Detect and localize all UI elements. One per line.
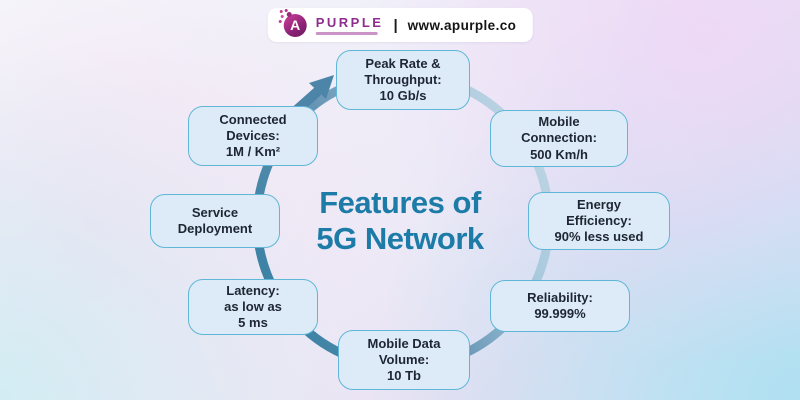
logo-dots-decoration (279, 9, 283, 13)
brand-name: PURPLE (315, 14, 384, 30)
page-title: Features of 5G Network (316, 185, 484, 256)
feature-box-peak-rate-throughput: Peak Rate & Throughput: 10 Gb/s (336, 50, 470, 110)
brand-text-block: PURPLE (315, 14, 384, 35)
feature-box-energy-efficiency: Energy Efficiency: 90% less used (528, 192, 670, 250)
logo-tagline-bar (315, 31, 379, 35)
feature-box-mobile-data-volume: Mobile Data Volume: 10 Tb (338, 330, 470, 390)
website-url: www.apurple.co (407, 17, 517, 33)
logo-letter: A (290, 17, 301, 33)
feature-box-latency: Latency: as low as 5 ms (188, 279, 318, 335)
feature-box-reliability: Reliability: 99.999% (490, 280, 630, 332)
purple-logo-icon: A (279, 9, 307, 37)
feature-box-mobile-connection: Mobile Connection: 500 Km/h (490, 110, 628, 167)
separator: | (393, 16, 398, 34)
feature-box-connected-devices: Connected Devices: 1M / Km² (188, 106, 318, 166)
brand-header: A PURPLE | www.apurple.co (267, 8, 533, 42)
feature-box-service-deployment: Service Deployment (150, 194, 280, 248)
